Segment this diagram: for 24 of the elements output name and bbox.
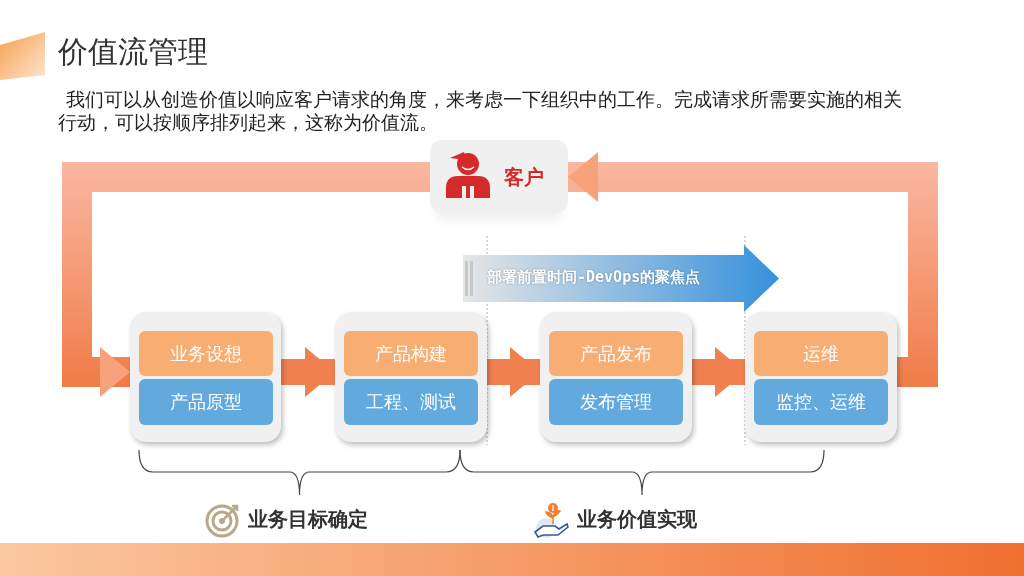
customer-box xyxy=(430,140,568,213)
stage-box: 产品发布 xyxy=(549,331,683,376)
flow-arrow xyxy=(487,347,540,397)
goal-label: 业务价值实现 xyxy=(577,506,697,533)
stage-card xyxy=(335,312,487,442)
flow-arrow xyxy=(568,152,938,387)
stage-card xyxy=(540,312,692,442)
stage-card xyxy=(130,312,281,442)
flow-arrow xyxy=(62,162,430,397)
intro-paragraph: 我们可以从创造价值以响应客户请求的角度，来考虑一下组织中的工作。完成请求所需要实施的相关行动，可以按顺序排列起来，这称为价值流。 xyxy=(58,88,903,134)
goal-label: 业务目标确定 xyxy=(248,506,368,533)
stage-box: 运维 xyxy=(754,331,888,376)
stage-box: 工程、测试 xyxy=(344,379,478,425)
stage-card xyxy=(745,312,897,442)
stage-box: 产品原型 xyxy=(139,379,273,425)
customer-label: 客户 xyxy=(504,164,544,191)
stage-box: 监控、运维 xyxy=(754,379,888,425)
flow-arrow xyxy=(692,347,745,397)
title: 价值流管理 xyxy=(58,33,208,71)
stage-box: 发布管理 xyxy=(549,379,683,425)
stage-box: 产品构建 xyxy=(344,331,478,376)
banner-arrow xyxy=(463,245,779,312)
stage-box: 业务设想 xyxy=(139,331,273,376)
flow-arrow xyxy=(281,347,335,397)
